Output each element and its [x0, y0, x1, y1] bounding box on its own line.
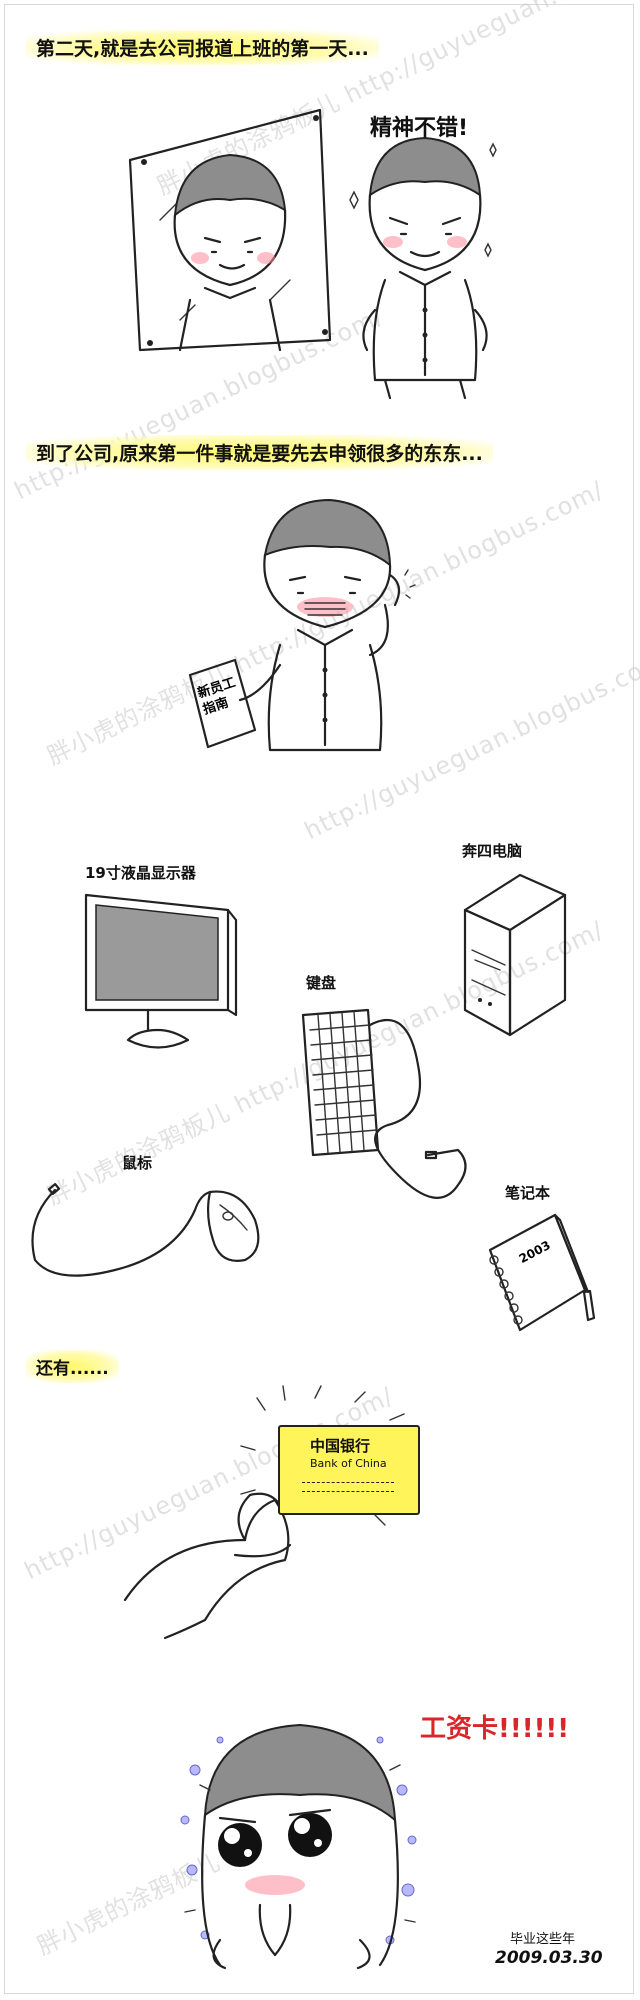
notebook-illustration — [488, 1213, 596, 1332]
signature-date: 2009.03.30 — [495, 1948, 603, 1968]
signature-title: 毕业这些年 — [510, 1932, 576, 1947]
bank-card: 中国银行 Bank of China — [278, 1425, 420, 1515]
card-bank-name-cn: 中国银行 — [310, 1437, 371, 1455]
pc-illustration — [463, 873, 567, 1037]
keyboard-illustration — [301, 1008, 467, 1199]
label-pc: 奔四电脑 — [462, 842, 523, 860]
comic-frame — [4, 4, 634, 1994]
label-keyboard: 键盘 — [306, 974, 337, 992]
caption-also: 还有...... — [26, 1350, 119, 1383]
exclaim-spirit: 精神不错! — [370, 116, 469, 141]
label-monitor: 19寸液晶显示器 — [85, 864, 196, 882]
boy-standing — [349, 136, 497, 400]
salary-card-text: 工资卡!!!!!! — [420, 1714, 570, 1744]
card-line — [302, 1482, 394, 1483]
excited-boy — [180, 1723, 417, 1970]
caption-day2: 第二天,就是去公司报道上班的第一天... — [26, 30, 379, 65]
monitor-illustration — [84, 893, 238, 1049]
label-mouse: 鼠标 — [122, 1154, 153, 1172]
mirror-illustration — [128, 108, 332, 352]
mouse-illustration — [31, 1183, 260, 1277]
card-bank-name-en: Bank of China — [310, 1457, 387, 1470]
boy-with-handbook — [188, 498, 416, 752]
caption-company: 到了公司,原来第一件事就是要先去申领很多的东东... — [26, 435, 493, 470]
card-line — [302, 1491, 394, 1492]
label-notebook: 笔记本 — [505, 1184, 551, 1202]
